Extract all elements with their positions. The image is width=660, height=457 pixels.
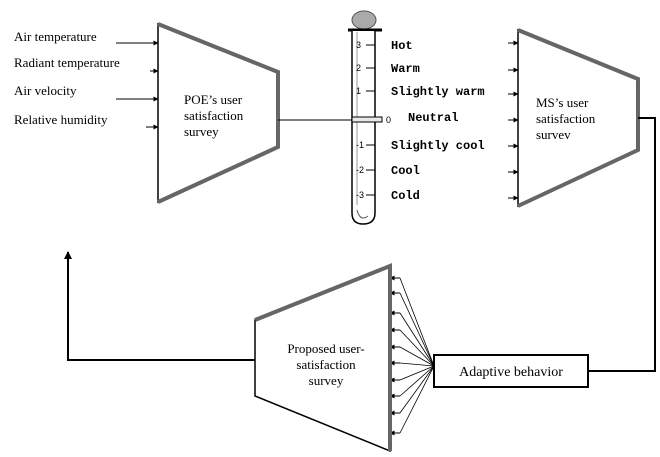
fan-line xyxy=(399,346,435,367)
input-air-velocity: Air velocity xyxy=(14,83,77,98)
feedback-arrow xyxy=(64,251,255,361)
input-radiant-temperature: Radiant temperature xyxy=(14,55,120,70)
scale-value: 3 xyxy=(356,40,361,50)
fan-line xyxy=(399,365,435,397)
scale-label: Hot xyxy=(391,39,413,53)
proposed-survey-line3: survey xyxy=(309,373,344,388)
proposed-survey-line1: Proposed user- xyxy=(287,341,364,356)
scale-3: 3 Hot xyxy=(356,39,413,53)
proposed-survey-block: Proposed user- satisfaction survey xyxy=(254,263,392,453)
scale-2: 2 Warm xyxy=(356,62,420,76)
ms-survey-block: MS’s user satisfaction survev xyxy=(508,28,640,208)
scale-label: Cold xyxy=(391,189,420,203)
scale-value: -1 xyxy=(356,140,364,150)
poe-survey-shadow xyxy=(157,22,280,204)
ms-survey-line1: MS’s user xyxy=(536,95,589,110)
poe-survey-line1: POE’s user xyxy=(184,92,243,107)
scale-label: Slightly cool xyxy=(391,139,485,153)
scale-minus-1: -1 Slightly cool xyxy=(356,139,485,153)
adaptive-behavior-box: Adaptive behavior xyxy=(433,354,589,388)
scale-label: Neutral xyxy=(408,111,458,125)
fan-line xyxy=(399,329,435,367)
thermometer-cap xyxy=(351,10,377,30)
input-variables: Air temperature Radiant temperature Air … xyxy=(14,29,159,130)
thermometer: 3 Hot 2 Warm 1 Slightly warm 0 Neutral -… xyxy=(348,10,485,225)
adaptive-behavior-label: Adaptive behavior xyxy=(459,365,563,380)
fan-line xyxy=(399,365,435,381)
fan-line xyxy=(399,312,435,367)
input-relative-humidity: Relative humidity xyxy=(14,112,108,127)
poe-survey-line2: satisfaction xyxy=(184,108,244,123)
scale-0: 0 Neutral xyxy=(386,111,458,125)
scale-1: 1 Slightly warm xyxy=(356,85,485,99)
scale-label: Slightly warm xyxy=(391,85,485,99)
proposed-survey-line2: satisfaction xyxy=(296,357,356,372)
scale-minus-2: -2 Cool xyxy=(356,164,420,178)
adaptive-behavior-frame xyxy=(433,354,589,388)
scale-label: Warm xyxy=(391,62,420,76)
fan-line xyxy=(399,362,435,367)
scale-value: 0 xyxy=(386,115,391,125)
proposed-survey-shadow xyxy=(254,263,392,451)
adaptive-fan-lines xyxy=(399,277,435,434)
poe-survey-line3: survey xyxy=(184,124,219,139)
scale-value: 2 xyxy=(356,63,361,73)
fan-line xyxy=(399,277,435,367)
thermometer-bulb xyxy=(356,209,369,219)
poe-survey-block: POE’s user satisfaction survey xyxy=(157,22,280,204)
fan-line xyxy=(399,292,435,367)
scale-minus-3: -3 Cold xyxy=(356,189,420,203)
scale-value: 1 xyxy=(356,86,361,96)
scale-value: -3 xyxy=(356,190,364,200)
input-air-temperature: Air temperature xyxy=(14,29,97,44)
ms-survey-shadow xyxy=(517,28,640,208)
scale-value: -2 xyxy=(356,165,364,175)
scale-label: Cool xyxy=(391,164,420,178)
thermometer-tube xyxy=(351,31,376,225)
ms-to-adaptive-connector xyxy=(588,117,656,372)
thermometer-marker xyxy=(351,116,383,123)
ms-survey-line3: survev xyxy=(536,127,571,142)
fan-line xyxy=(399,365,435,414)
fan-line xyxy=(399,365,435,434)
ms-survey-line2: satisfaction xyxy=(536,111,596,126)
